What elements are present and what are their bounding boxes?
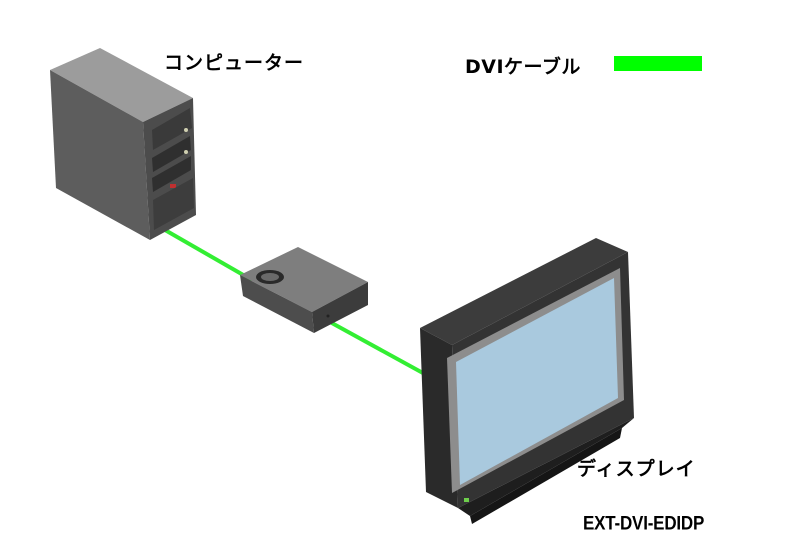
dvi-cable-legend-swatch <box>614 56 702 71</box>
edid-device-icon <box>240 247 368 333</box>
dvi-cable-computer-to-device <box>164 228 253 282</box>
dvi-cable-legend-label: DVIケーブル <box>465 56 581 78</box>
dvi-cable-device-to-display <box>329 320 433 380</box>
computer-label: コンピューター <box>164 52 305 74</box>
flat-panel-display-icon <box>420 238 634 524</box>
display-label: ディスプレイ <box>577 458 696 480</box>
model-name-label: EXT-DVI-EDIDP <box>583 512 705 534</box>
computer-tower-icon <box>50 48 196 240</box>
